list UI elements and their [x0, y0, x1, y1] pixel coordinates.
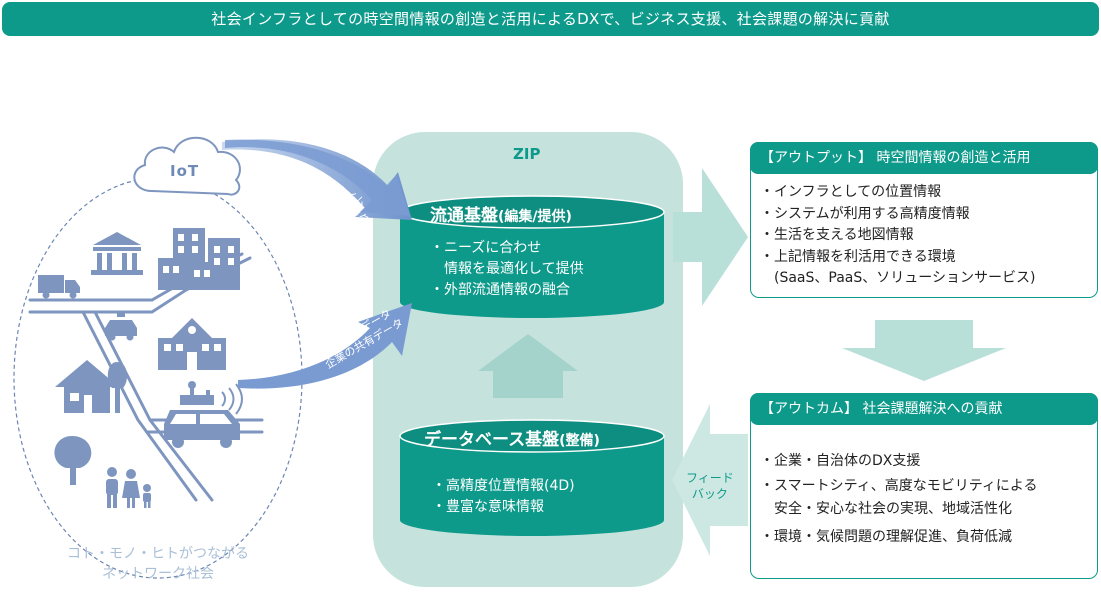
header-banner: 社会インフラとしての時空間情報の創造と活用によるDXで、ビジネス支援、社会課題の…: [2, 2, 1099, 36]
iot-label: IoT: [170, 162, 200, 180]
family-icon: [106, 467, 151, 508]
output-item: ・生活を支える地図情報: [760, 227, 914, 243]
taxi-icon: [105, 313, 137, 341]
open-data-arrow: [238, 303, 412, 389]
zip-label: ZIP: [513, 145, 541, 163]
feedback-label: フィード バック: [686, 471, 734, 501]
distribution-title: 流通基盤(編集/提供): [430, 206, 572, 226]
output-title: 【アウトプット】 時空間情報の創造と活用: [750, 142, 1098, 174]
output-item: ・インフラとしての位置情報: [760, 184, 942, 200]
output-item: ・上記情報を利活用できる環境: [760, 248, 956, 265]
outcome-item: ・企業・自治体のDX支援: [760, 453, 921, 469]
database-cylinder: [399, 419, 665, 536]
distribution-item: ・ニーズに合わせ: [430, 240, 542, 256]
tree-icon: [54, 436, 92, 485]
outcome-item: 安全・安心な社会の実現、地域活性化: [760, 501, 1012, 517]
database-list: ・高精度位置情報(4D) ・豊富な意味情報: [432, 476, 575, 518]
outcome-list: ・企業・自治体のDX支援 ・スマートシティ、高度なモビリティによる 安全・安心な…: [760, 448, 1037, 550]
right-arrow-output: [673, 168, 748, 306]
outcome-title: 【アウトカム】 社会課題解決への貢献: [750, 393, 1098, 425]
output-item: (SaaS、PaaS、ソリューションサービス): [760, 270, 1036, 286]
realtime-arrow: [222, 139, 412, 220]
signal-icon: [221, 383, 243, 415]
output-item: ・システムが利用する高精度情報: [760, 205, 970, 222]
database-item: ・高精度位置情報(4D): [432, 478, 575, 494]
society-ellipse: [13, 177, 303, 579]
database-title: データベース基盤(整備): [424, 430, 600, 450]
outcome-item: ・スマートシティ、高度なモビリティによる: [760, 478, 1038, 494]
cloud-icon: [133, 136, 241, 196]
buildings-icon: [158, 228, 240, 290]
database-item: ・豊富な意味情報: [432, 499, 544, 515]
down-arrow: [842, 320, 1006, 381]
output-list: ・インフラとしての位置情報 ・システムが利用する高精度情報 ・生活を支える地図情…: [760, 182, 1035, 290]
distribution-list: ・ニーズに合わせ 情報を最適化して提供 ・外部流通情報の融合: [430, 238, 584, 301]
distribution-item: 情報を最適化して提供: [430, 261, 584, 277]
feedback-arrow: [672, 404, 748, 556]
society-caption: コト・モノ・ヒトがつながる ネットワーク社会: [67, 546, 249, 582]
distribution-item: ・外部流通情報の融合: [430, 282, 570, 298]
bank-icon: [91, 232, 143, 275]
outcome-item: ・環境・気候問題の理解促進、負荷低減: [760, 529, 1012, 545]
up-arrow: [478, 334, 578, 398]
truck-icon: [38, 275, 80, 299]
